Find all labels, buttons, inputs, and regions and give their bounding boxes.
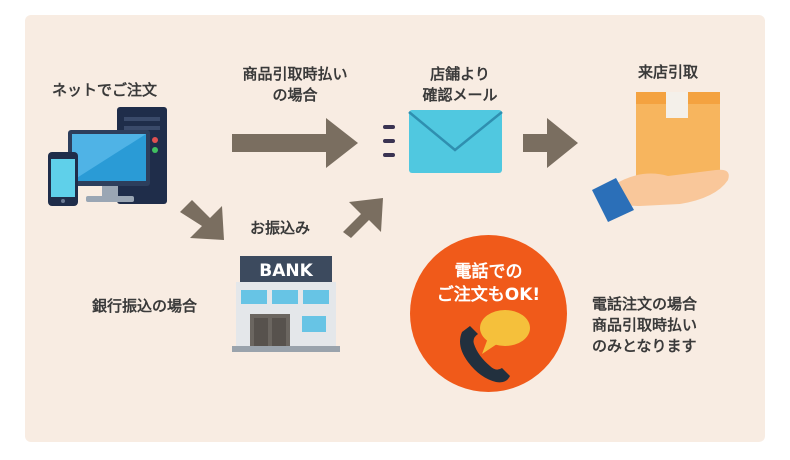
label-pay-on-pickup: 商品引取時払いの場合 [242,65,348,104]
label-pickup: 来店引取 [638,63,699,81]
background-panel [25,15,765,442]
badge-line-2: ご注文もOK! [436,285,541,305]
label-shop-email: 店舗より確認メール [422,65,498,104]
label-phone-note: 電話注文の場合商品引取時払いのみとなります [592,295,698,355]
label-bank-deposit: お振込み [250,219,311,237]
bank-sign-text: BANK [259,261,313,281]
badge-line-1: 電話での [454,262,523,282]
label-order-online: ネットでご注文 [52,81,158,99]
label-bank-transfer-case: 銀行振込の場合 [92,297,198,315]
